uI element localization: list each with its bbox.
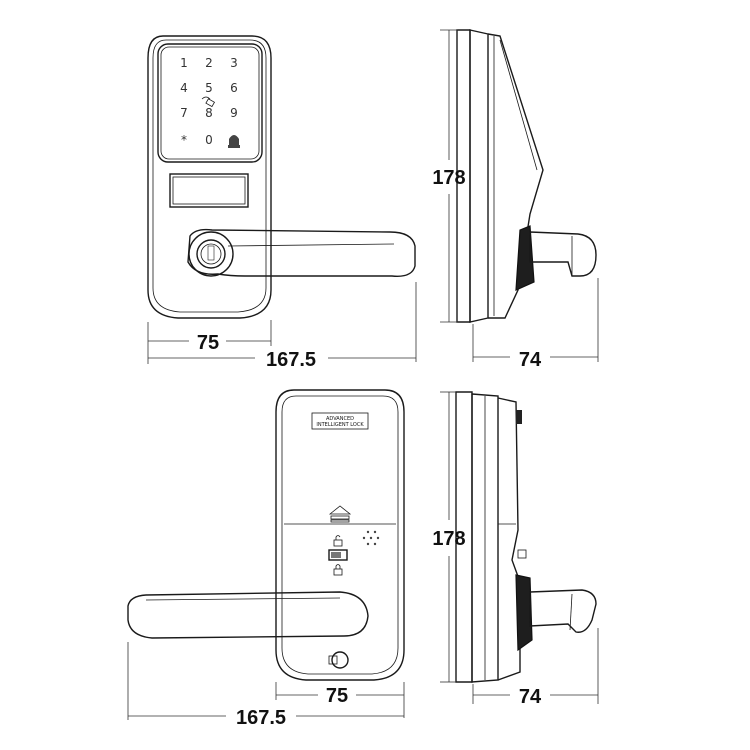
- key-cylinder-outer: [188, 231, 234, 277]
- privacy-switch[interactable]: [328, 549, 348, 561]
- side-bottom-dim-height: 178: [432, 528, 465, 550]
- back-view: ADVANCED INTELLIGENT LOCK: [127, 389, 405, 729]
- front-view: 1 2 3 4 5 6 7 8 9 * 0: [147, 35, 417, 371]
- side-bottom-handle-base: [515, 574, 533, 652]
- side-top-dim-depth: 74: [519, 349, 542, 371]
- back-release-knob[interactable]: [331, 651, 349, 669]
- key-6[interactable]: 6: [230, 81, 238, 95]
- side-top-body: [487, 33, 544, 319]
- side-bottom-notch: [516, 410, 522, 424]
- side-bottom-body: [497, 397, 521, 681]
- key-4[interactable]: 4: [180, 81, 188, 95]
- keypad-panel-inner: [160, 46, 260, 160]
- key-1[interactable]: 1: [180, 56, 188, 70]
- front-dim-width: 75: [197, 332, 219, 354]
- key-star[interactable]: *: [181, 133, 187, 147]
- side-bottom-dim-depth: 74: [519, 686, 542, 708]
- card-reader-icon: [201, 96, 216, 108]
- side-view-top: 178 74: [432, 29, 599, 371]
- back-lever-edge: [145, 597, 341, 601]
- back-dim-width: 75: [326, 685, 348, 707]
- front-body-outline: [147, 35, 272, 319]
- key-8[interactable]: 8: [205, 106, 213, 120]
- keyhole-icon: [207, 245, 215, 261]
- front-lever-edge: [227, 243, 395, 247]
- eject-icon[interactable]: [328, 505, 352, 523]
- display-window-inner: [172, 176, 246, 205]
- product-label: [311, 412, 369, 430]
- side-top-slope-line: [499, 39, 538, 171]
- keypad-panel: [157, 43, 263, 163]
- key-5[interactable]: 5: [205, 81, 213, 95]
- speaker-grille: [362, 530, 380, 546]
- key-0[interactable]: 0: [205, 133, 213, 147]
- key-cylinder-inner: [200, 243, 222, 265]
- back-lever-handle: [127, 591, 369, 639]
- side-top-lever: [529, 231, 597, 277]
- key-3[interactable]: 3: [230, 56, 238, 70]
- back-body-inner: [281, 395, 399, 675]
- lock-icon: [333, 564, 343, 576]
- privacy-switch-knob: [331, 552, 341, 558]
- key-7[interactable]: 7: [180, 106, 188, 120]
- bell-icon[interactable]: [228, 135, 240, 148]
- side-top-handle-base: [515, 225, 535, 291]
- side-top-front-plate: [469, 29, 489, 323]
- back-dim-overall: 167.5: [236, 707, 286, 729]
- display-window: [169, 173, 249, 208]
- side-bottom-lever: [529, 589, 597, 633]
- product-label-line1: ADVANCED: [326, 416, 354, 422]
- unlock-icon: [333, 535, 343, 547]
- product-label-line2: INTELLIGENT LOCK: [316, 422, 364, 428]
- side-top-dim-height: 178: [432, 167, 465, 189]
- side-bottom-lever-edge: [569, 593, 573, 631]
- front-lever-handle: [187, 228, 416, 277]
- side-bottom-switch: [517, 549, 527, 559]
- key-2[interactable]: 2: [205, 56, 213, 70]
- back-body-outline: [275, 389, 405, 681]
- side-view-bottom: 178 74: [432, 391, 599, 708]
- back-release-slot: [328, 655, 338, 665]
- front-dim-overall: 167.5: [266, 349, 316, 371]
- key-cylinder[interactable]: [196, 239, 226, 269]
- front-body-inner: [152, 39, 267, 313]
- key-9[interactable]: 9: [230, 106, 238, 120]
